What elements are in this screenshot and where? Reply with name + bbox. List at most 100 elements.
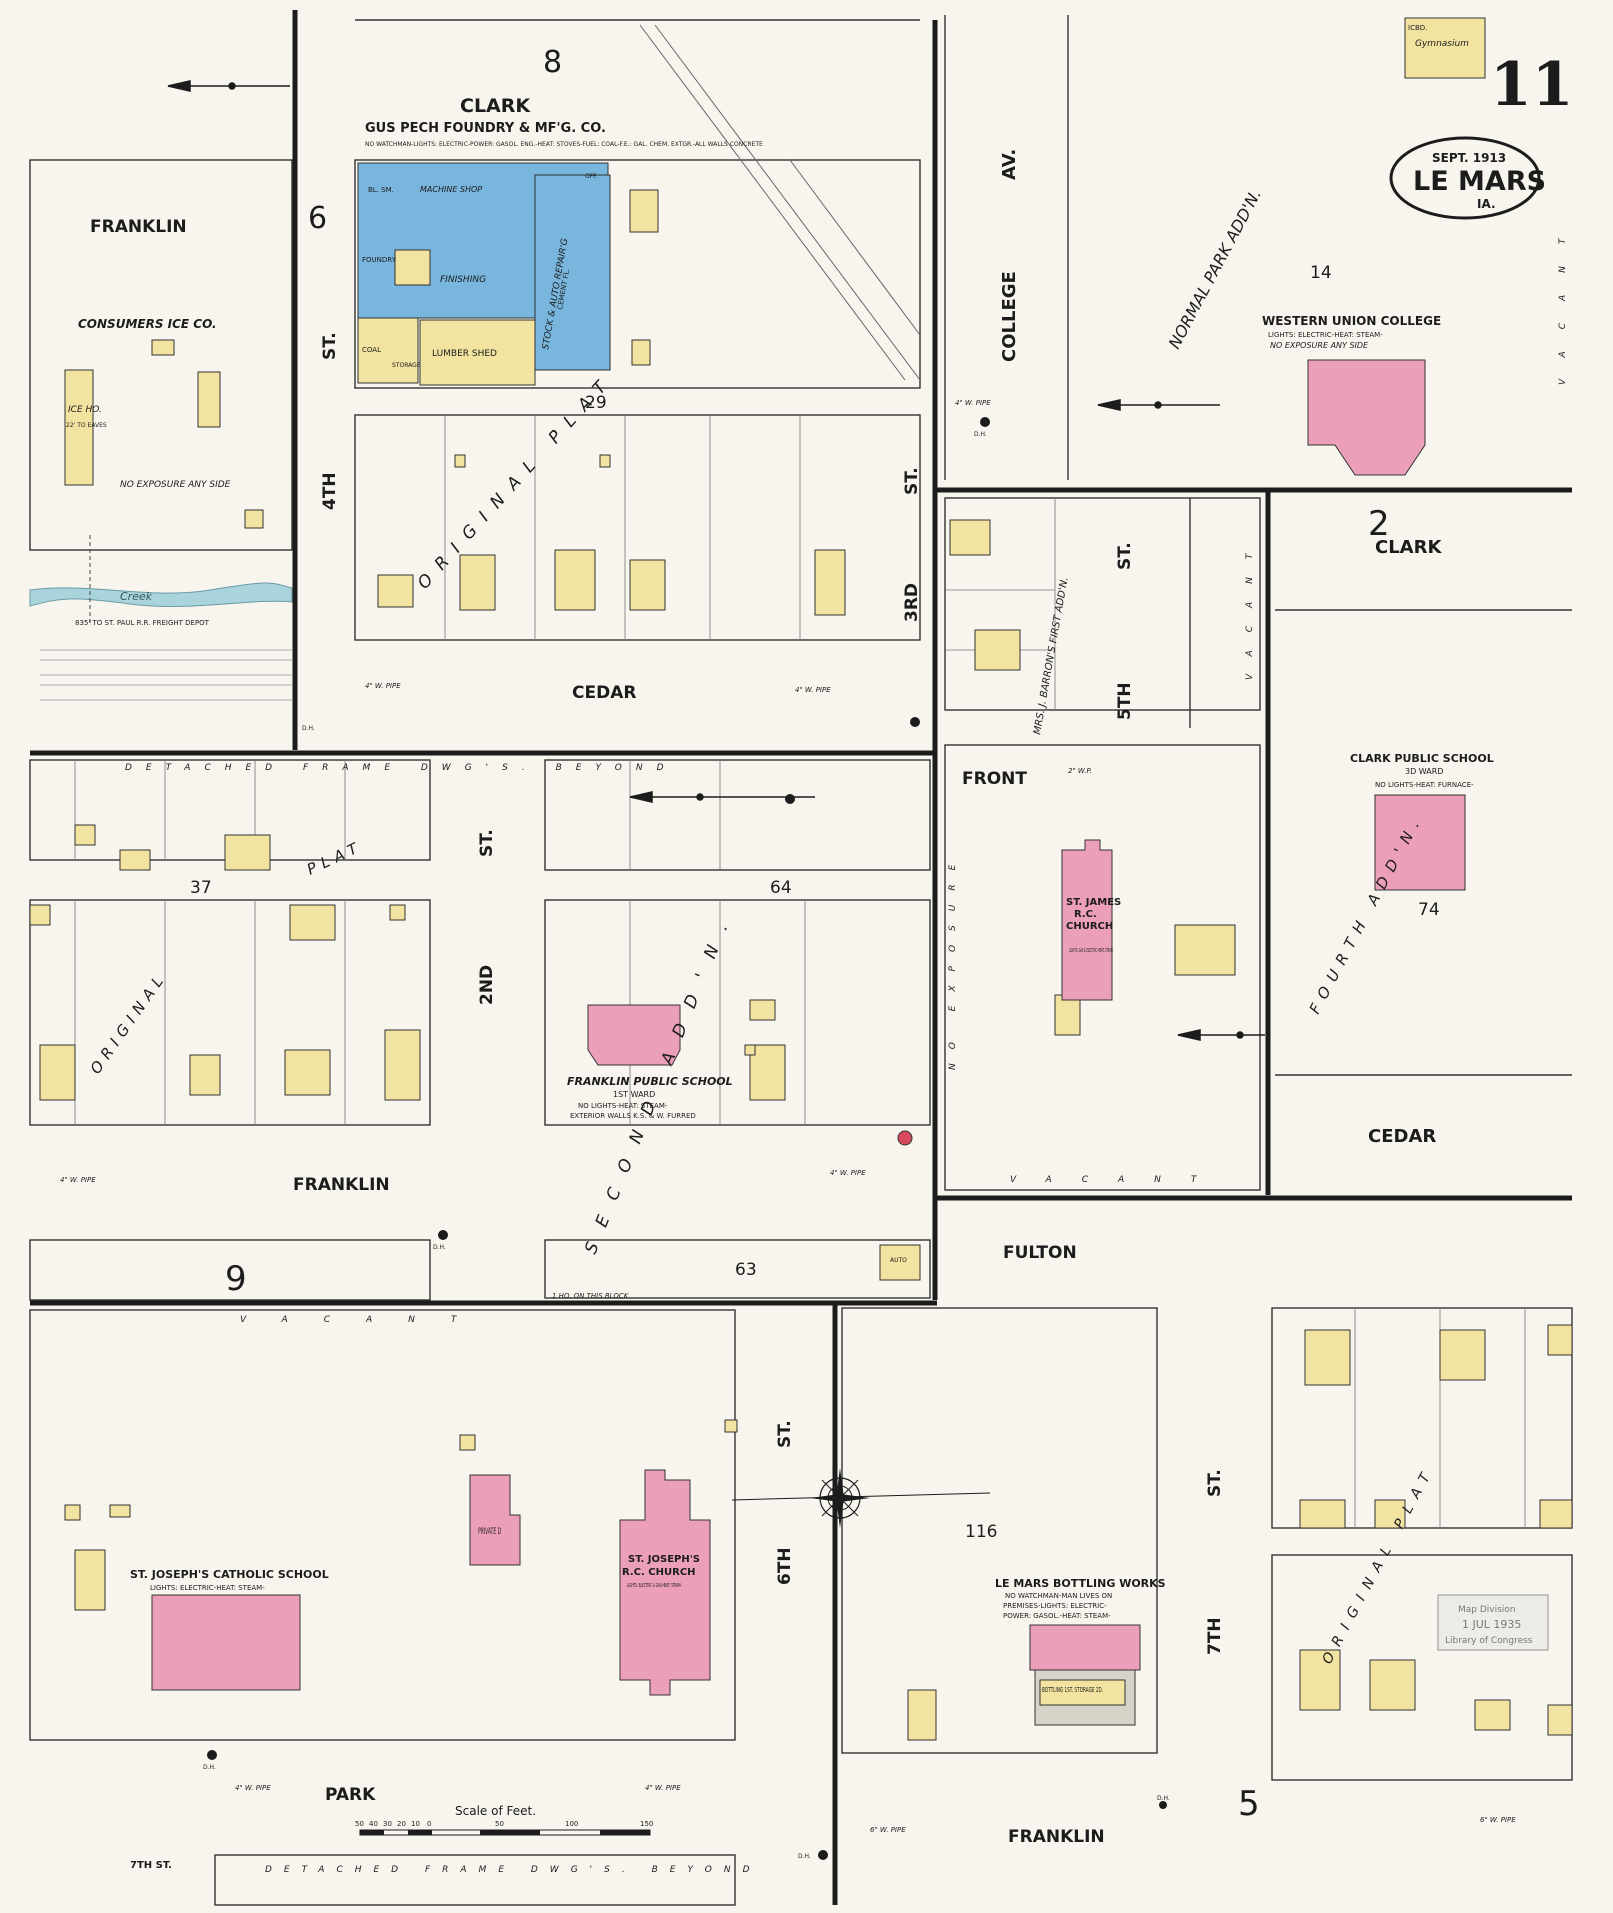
block-29: 29	[585, 393, 607, 413]
storage-label: STORAGE	[392, 362, 421, 369]
scale-tick: 50	[355, 1820, 364, 1828]
bottling-works-building	[1029, 1624, 1141, 1726]
coal-label: COAL	[362, 346, 381, 354]
franklin-school-ward: 1ST WARD	[613, 1090, 655, 1099]
lot-lines	[74, 415, 1526, 1528]
sheet-number: 11	[1490, 50, 1574, 120]
stamp-line-2: 1 JUL 1935	[1462, 1618, 1521, 1631]
block-5: 5	[1238, 1784, 1260, 1824]
hydrant-marker	[785, 794, 795, 804]
hydrant-label: D.H.	[302, 725, 315, 732]
pipe-note-10: 2" W.P.	[1068, 767, 1092, 775]
pipe-note-5: 4" W. PIPE	[235, 1784, 271, 1792]
street-7th-num: 7TH	[1205, 1617, 1225, 1655]
foundry-office-label: OFF.	[585, 173, 598, 180]
hydrant-label: D.H.	[203, 1764, 216, 1771]
street-7th-bottom: 7TH ST.	[130, 1860, 172, 1871]
street-cedar-right: CEDAR	[1368, 1126, 1436, 1147]
dwellings	[29, 17, 1573, 1741]
consumers-title: CONSUMERS ICE CO.	[78, 317, 217, 331]
pipe-note-1: 4" W. PIPE	[365, 682, 401, 690]
franklin-school-title: FRANKLIN PUBLIC SCHOOL	[567, 1075, 733, 1088]
stjoseph-school-title: ST. JOSEPH'S CATHOLIC SCHOOL	[130, 1568, 329, 1581]
wuc-description-1: LIGHTS: ELECTRIC-HEAT: STEAM-	[1268, 331, 1383, 339]
pipe-note-4: 4" W. PIPE	[830, 1169, 866, 1177]
vacant-park-note: VACANT	[240, 1315, 492, 1325]
street-park: PARK	[325, 1785, 376, 1805]
franklin-school-description-2: EXTERIOR WALLS K.S. & W. FURRED	[570, 1112, 696, 1120]
hydrant-label: D.H.	[433, 1244, 446, 1251]
hydrant-marker	[980, 417, 990, 427]
direction-arrows	[167, 80, 1265, 1501]
bottling-title: LE MARS BOTTLING WORKS	[995, 1577, 1166, 1590]
brick-buildings	[151, 359, 1466, 1696]
scale-tick: 30	[383, 1820, 392, 1828]
stamp-line-1: Map Division	[1458, 1605, 1516, 1615]
street-3rd-st: ST.	[902, 467, 922, 495]
pipe-note-6: 4" W. PIPE	[645, 1784, 681, 1792]
wuc-title: WESTERN UNION COLLEGE	[1262, 314, 1441, 328]
scale-tick: 20	[397, 1820, 406, 1828]
freight-depot-note: 835' TO ST. PAUL R.R. FREIGHT DEPOT	[75, 619, 210, 627]
block-14: 14	[1310, 263, 1332, 283]
bottling-description-3: POWER: GASOL.-HEAT: STEAM-	[1003, 1612, 1111, 1620]
pipe-note-3: 4" W. PIPE	[60, 1176, 96, 1184]
block-9: 9	[225, 1259, 247, 1299]
sheet-state: IA.	[1477, 197, 1496, 211]
sheet-date: SEPT. 1913	[1432, 151, 1506, 165]
street-lines	[30, 10, 1572, 1905]
street-4th-st: ST.	[320, 332, 340, 360]
gymnasium-label: Gymnasium	[1415, 39, 1469, 49]
hydrant-labels: D.H. D.H. D.H. D.H. D.H. D.H.	[203, 431, 1170, 1860]
stamp-line-3: Library of Congress	[1445, 1636, 1533, 1646]
street-6th-num: 6TH	[775, 1547, 795, 1585]
foundry-label: FOUNDRY	[362, 256, 397, 264]
clark-school-title: CLARK PUBLIC SCHOOL	[1350, 752, 1494, 765]
vacant-strip-note: VACANT	[1245, 536, 1255, 680]
street-fulton: FULTON	[1003, 1243, 1077, 1263]
street-7th-st: ST.	[1205, 1469, 1225, 1497]
block-63: 63	[735, 1260, 757, 1280]
auto-label: AUTO	[890, 1257, 907, 1264]
stjames-description: LIGHTS: GAS & ELECTRIC-HEAT: STEAM-	[1069, 947, 1114, 953]
hydrant-marker	[207, 1750, 217, 1760]
hydrant-marker	[1159, 1801, 1167, 1809]
detached-top-note: DETACHED FRAME DWG'S. BEYOND	[125, 763, 678, 773]
street-2nd-num: 2ND	[477, 965, 497, 1005]
scale-tick: 0	[427, 1820, 431, 1828]
rail-tracks-left	[40, 649, 292, 701]
block-74: 74	[1418, 900, 1440, 920]
fire-alarm-box	[897, 1130, 913, 1146]
hydrant-marker	[438, 1230, 448, 1240]
foundry-buildings	[357, 162, 611, 386]
street-4th-num: 4TH	[320, 472, 340, 510]
hydrant-label: D.H.	[798, 1853, 811, 1860]
blacksmith-label: BL. SM.	[368, 186, 394, 194]
block-8: 8	[543, 45, 562, 80]
pipe-note-7: 4" W. PIPE	[955, 399, 991, 407]
block-2: 2	[1368, 504, 1390, 544]
hydrant-marker	[910, 717, 920, 727]
stjames-title-3: CHURCH	[1066, 921, 1113, 932]
no-exposure-strip-note: NO EXPOSURE	[948, 851, 958, 1070]
franklin-school-description-1: NO LIGHTS-HEAT: STEAM-	[578, 1102, 668, 1110]
ice-house-note: 22' TO EAVES	[66, 422, 107, 429]
stjoseph-school-description: LIGHTS: ELECTRIC-HEAT: STEAM-	[150, 1584, 265, 1592]
no-exposure-ice: NO EXPOSURE ANY SIDE	[120, 480, 231, 490]
street-franklin-mid: FRANKLIN	[293, 1175, 390, 1195]
stjoseph-church-description: LIGHTS: ELECTRIC & GAS-HEAT: STEAM-	[627, 1582, 682, 1588]
block-numbers: 8 6 29 14 2 74 37 64 9 63 116 5	[190, 45, 1440, 1824]
street-cedar-mid: CEDAR	[572, 683, 636, 703]
creek-label: Creek	[120, 590, 153, 603]
sheet-city: LE MARS	[1413, 166, 1546, 197]
street-front: FRONT	[962, 769, 1027, 789]
ice-house-label: ICE HO.	[68, 405, 102, 415]
railroad-spur	[639, 24, 921, 381]
wuc-description-2: NO EXPOSURE ANY SIDE	[1270, 341, 1369, 350]
street-3rd-num: 3RD	[902, 583, 922, 622]
street-5th-num: 5TH	[1115, 682, 1135, 720]
creek	[29, 582, 293, 608]
scale-tick: 50	[495, 1820, 504, 1828]
